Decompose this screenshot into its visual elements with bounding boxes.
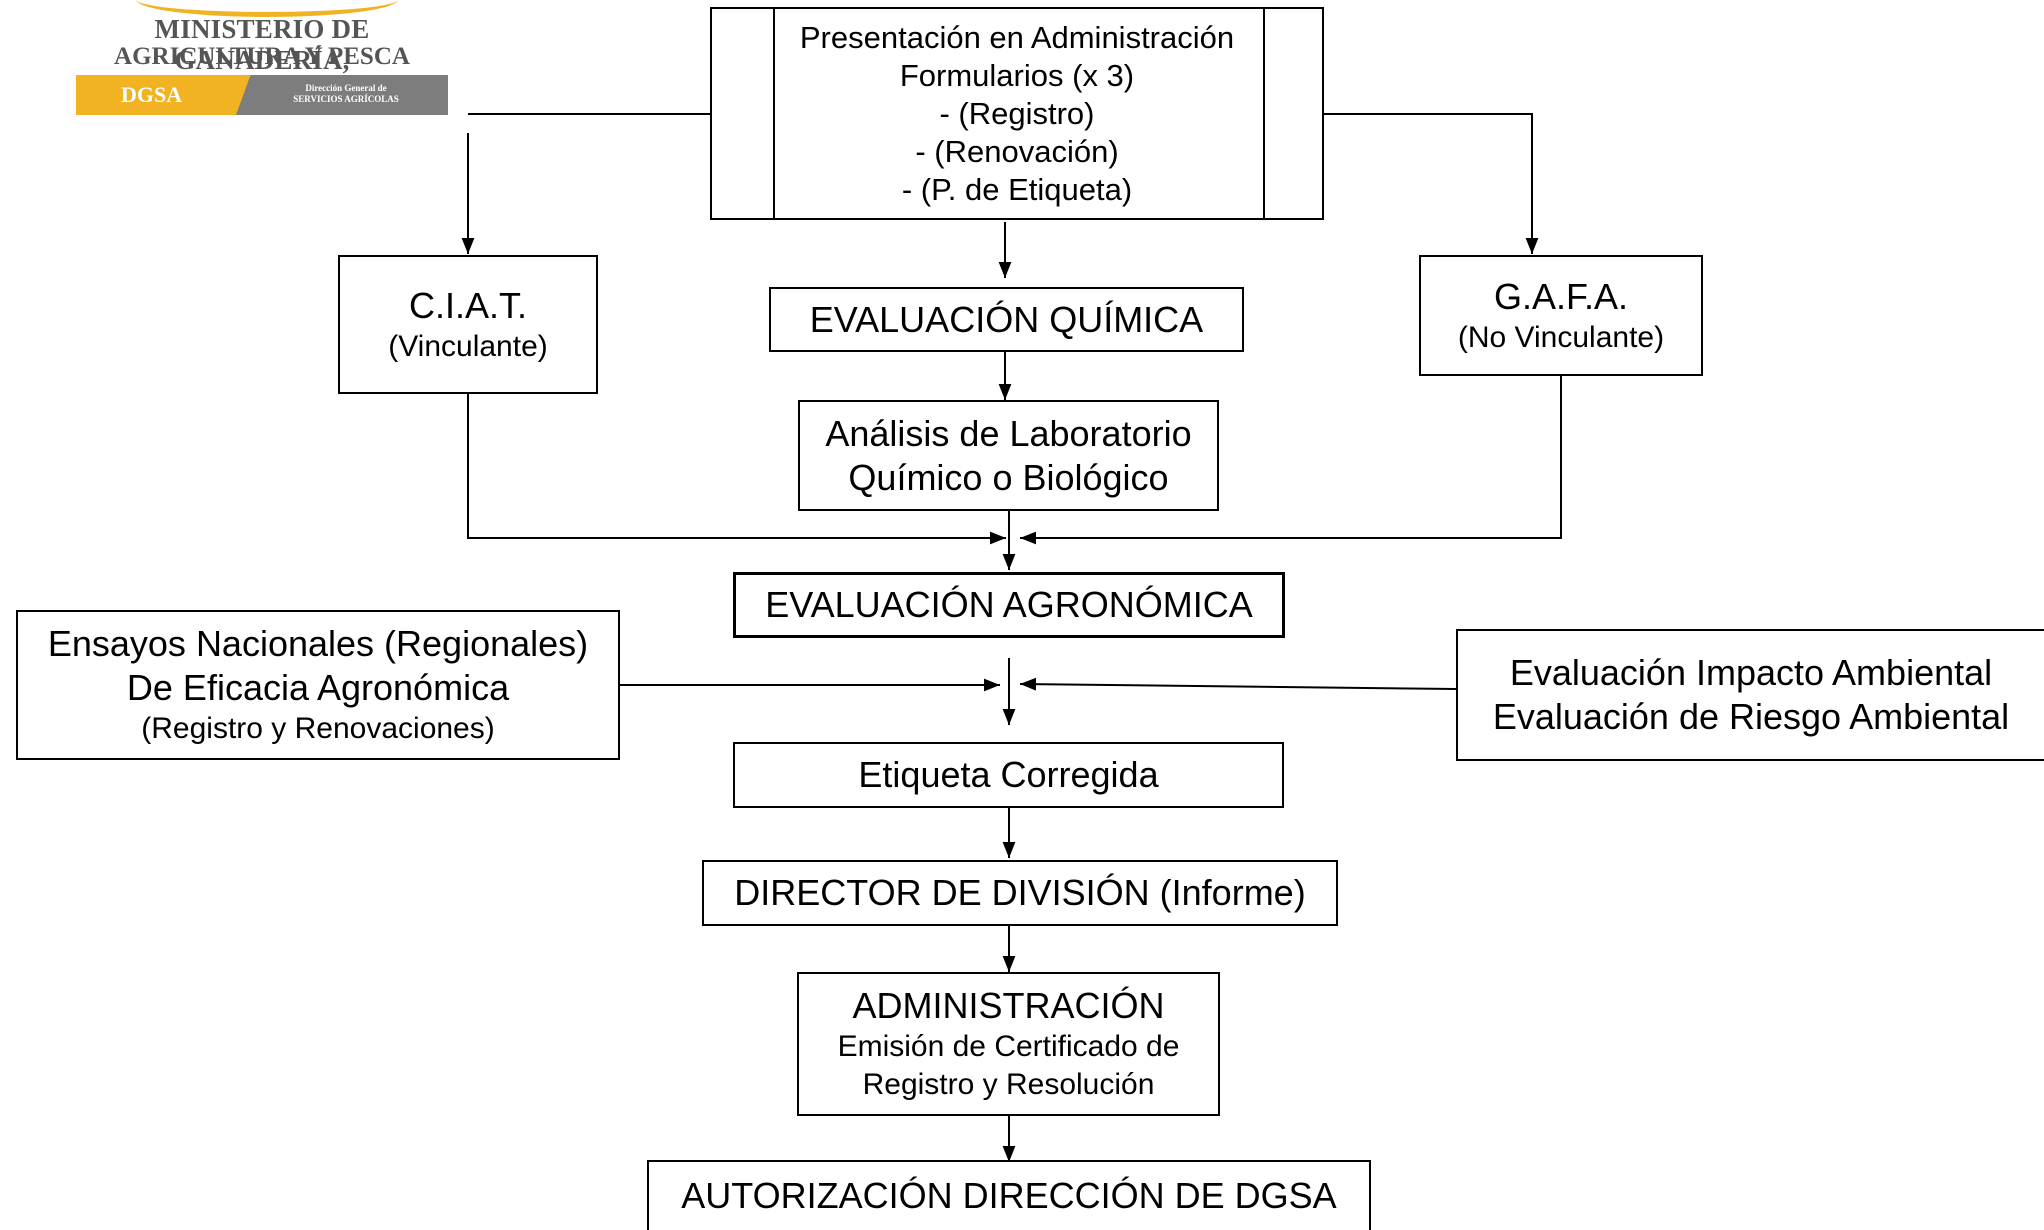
director-box: DIRECTOR DE DIVISIÓN (Informe) [702,860,1338,926]
presentacion-line-2: Formularios (x 3) [899,57,1135,93]
logo-subtitle-1: Dirección General de [305,83,387,93]
logo-line-2: AGRICULTURA Y PESCA [114,43,410,70]
impacto-line-2: Evaluación de Riesgo Ambiental [1492,696,2010,737]
presentacion-left-bar [773,9,775,218]
presentacion-line-5: - (P. de Etiqueta) [901,171,1133,207]
ensayos-line-3: (Registro y Renovaciones) [141,712,495,745]
presentacion-box: Presentación en Administración Formulari… [710,7,1324,220]
ciat-title: C.I.A.T. [408,284,528,326]
presentacion-line-4: - (Renovación) [915,133,1119,169]
presentacion-line-1: Presentación en Administración [799,19,1235,55]
logo-line-1: MINISTERIO DE GANADERÍA, [154,14,370,75]
presentacion-line-3: - (Registro) [939,95,1095,131]
ciat-note: (Vinculante) [388,329,548,363]
etiqueta-box: Etiqueta Corregida [733,742,1284,808]
administracion-title: ADMINISTRACIÓN [852,985,1165,1026]
evaluacion-agronomica-box: EVALUACIÓN AGRONÓMICA [733,572,1285,638]
analisis-line-1: Análisis de Laboratorio [825,412,1192,454]
ministerio-logo: MINISTERIO DE GANADERÍA, AGRICULTURA Y P… [76,0,448,118]
director-label: DIRECTOR DE DIVISIÓN (Informe) [734,872,1306,913]
logo-arc [136,0,398,17]
logo-subtitle-2: SERVICIOS AGRÍCOLAS [293,94,399,104]
impacto-box: Evaluación Impacto Ambiental Evaluación … [1456,629,2044,761]
administracion-box: ADMINISTRACIÓN Emisión de Certificado de… [797,972,1220,1116]
evaluacion-quimica-box: EVALUACIÓN QUÍMICA [769,287,1244,352]
evaluacion-quimica-label: EVALUACIÓN QUÍMICA [809,298,1204,340]
arrow-gafa-junction [1020,376,1562,545]
impacto-line-1: Evaluación Impacto Ambiental [1509,652,1993,693]
administracion-line-2: Registro y Resolución [862,1068,1155,1101]
administracion-line-1: Emisión de Certificado de [837,1030,1180,1063]
analisis-line-2: Químico o Biológico [848,456,1169,498]
gafa-box: G.A.F.A. (No Vinculante) [1419,255,1703,376]
etiqueta-label: Etiqueta Corregida [858,754,1159,795]
gafa-note: (No Vinculante) [1457,320,1665,354]
ciat-box: C.I.A.T. (Vinculante) [338,255,598,394]
logo-subtitle: Dirección General de SERVICIOS AGRÍCOLAS [266,83,426,105]
arrow-presentacion-gafa [1324,113,1539,254]
analisis-box: Análisis de Laboratorio Químico o Biológ… [798,400,1219,511]
logo-band: DGSA Dirección General de SERVICIOS AGRÍ… [76,75,448,115]
ensayos-line-1: Ensayos Nacionales (Regionales) [47,623,589,664]
arrow-ciat-junction [467,394,1006,545]
gafa-title: G.A.F.A. [1493,275,1629,317]
evaluacion-agronomica-label: EVALUACIÓN AGRONÓMICA [765,584,1253,625]
ensayos-line-2: De Eficacia Agronómica [126,667,510,708]
presentacion-right-bar [1263,9,1265,218]
logo-acronym: DGSA [121,82,183,107]
autorizacion-label: AUTORIZACIÓN DIRECCIÓN DE DGSA [681,1175,1337,1216]
ensayos-box: Ensayos Nacionales (Regionales) De Efica… [16,610,620,760]
arrow-impacto-junction [1019,677,1457,691]
autorizacion-box: AUTORIZACIÓN DIRECCIÓN DE DGSA [647,1160,1371,1230]
arrow-presentacion-ciat [468,113,710,254]
